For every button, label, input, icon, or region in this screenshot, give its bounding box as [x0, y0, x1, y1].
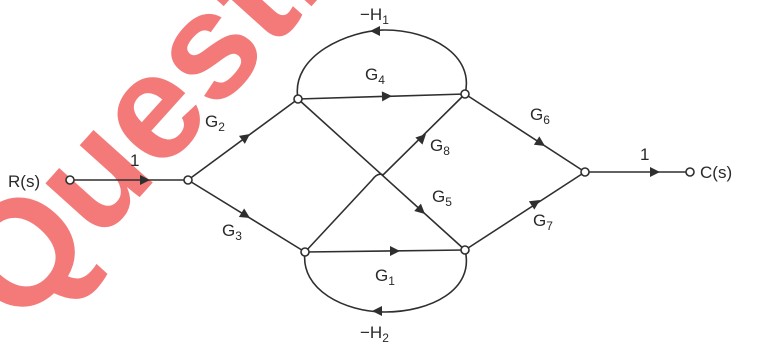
- arrow-g2: [238, 134, 250, 144]
- gain-g5: G5: [432, 187, 452, 209]
- unity-gain-input: 1: [130, 151, 139, 170]
- node-n5: [460, 245, 470, 255]
- arrow-g5: [414, 203, 425, 214]
- arrow-g8: [415, 134, 426, 145]
- arrow-g1: [390, 246, 400, 256]
- loop-h1: [296, 29, 468, 100]
- node-n1: [183, 175, 193, 185]
- branch-g1: [304, 249, 466, 253]
- gain-g3: G3: [222, 221, 242, 243]
- arrow-r-to-n1: [140, 175, 150, 185]
- arrow-to-c: [650, 167, 660, 177]
- feedback-h1: −H1: [360, 5, 389, 27]
- branch-g4: [297, 93, 466, 100]
- feedback-h2: −H2: [360, 323, 389, 345]
- input-label: R(s): [8, 172, 40, 191]
- gain-g8: G8: [430, 136, 450, 158]
- arrow-g4: [381, 91, 392, 102]
- loop-h2: [303, 249, 468, 313]
- node-input: [65, 175, 75, 185]
- node-n3: [300, 247, 310, 257]
- gain-g1: G1: [375, 266, 395, 288]
- branch-g8: [304, 93, 466, 253]
- node-n4: [460, 89, 470, 99]
- node-n2: [293, 94, 303, 104]
- branch-g7: [464, 171, 586, 251]
- arrow-g6: [533, 136, 545, 146]
- watermark-text: Questio: [0, 0, 417, 348]
- arrow-h2: [372, 306, 382, 316]
- node-n6: [580, 167, 590, 177]
- arrow-g3: [238, 208, 250, 218]
- unity-gain-output: 1: [640, 145, 649, 164]
- arrow-h1: [370, 26, 380, 36]
- node-output: [685, 167, 695, 177]
- gain-g2: G2: [205, 112, 225, 134]
- gain-g7: G7: [533, 211, 553, 233]
- arrow-g7: [528, 200, 540, 210]
- output-label: C(s): [700, 163, 732, 182]
- branch-g6: [464, 93, 586, 173]
- gain-g4: G4: [365, 65, 385, 87]
- gain-g6: G6: [530, 105, 550, 127]
